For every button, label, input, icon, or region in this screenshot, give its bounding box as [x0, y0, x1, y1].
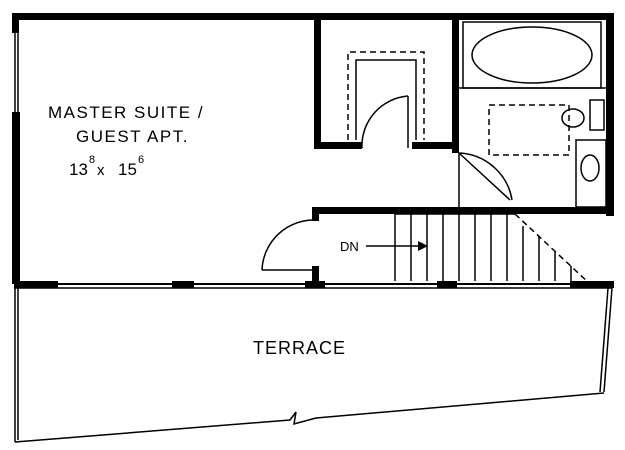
terrace-east-edge-inner: [599, 287, 609, 393]
west-wall-lower: [12, 112, 20, 284]
dim-width-in: 8: [89, 154, 95, 166]
closet-bottom-right: [412, 142, 458, 149]
terrace-edge: [14, 281, 614, 289]
toilet-bowl: [561, 108, 585, 128]
pier-3: [305, 281, 325, 288]
dim-sep: x: [97, 162, 105, 179]
pier-4: [437, 281, 457, 288]
bathtub: [462, 21, 602, 89]
landing-west-wall: [312, 207, 319, 221]
sink-basin: [580, 154, 600, 182]
terrace-south-edge: [14, 392, 605, 443]
terrace: [14, 287, 613, 443]
interior-walls: [312, 13, 614, 284]
stairs-direction-label: DN: [340, 239, 359, 254]
pier-1: [14, 281, 58, 288]
closet-door-arc: [361, 95, 409, 149]
vanity: [488, 104, 570, 156]
terrace-label: TERRACE: [253, 338, 346, 358]
pier-2: [172, 281, 194, 288]
landing-door: [261, 219, 317, 271]
pier-5: [570, 281, 614, 288]
east-wall: [606, 13, 614, 216]
room-dimensions: 13 8 x 15 6: [69, 154, 144, 179]
bath-lower-wall: [452, 207, 614, 214]
stair-north-wall: [312, 207, 456, 214]
bath-door-leaf: [458, 152, 511, 201]
room-name-line1: MASTER SUITE /: [48, 103, 204, 122]
toilet-tank: [589, 99, 605, 131]
landing-west-wall-lower: [312, 266, 319, 284]
closet-west-wall: [314, 13, 321, 149]
landing-door-arc: [261, 219, 317, 271]
closet-east-wall: [452, 13, 459, 153]
terrace-east-edge: [603, 287, 613, 393]
bath-door-arc: [458, 152, 513, 201]
room-name-line2: GUEST APT.: [76, 127, 189, 146]
closet: [347, 51, 425, 149]
dim-length-in: 6: [138, 154, 144, 166]
linen-cabinet: [575, 139, 607, 208]
stair-break-line: [514, 213, 591, 285]
closet-shelf-outline: [347, 51, 425, 140]
bathtub-basin: [471, 26, 593, 84]
dim-width-ft: 13: [69, 160, 88, 179]
dim-length-ft: 15: [118, 160, 137, 179]
stair-arrow-head: [418, 241, 428, 251]
labels: MASTER SUITE / GUEST APT. 13 8 x 15 6 DN…: [48, 103, 359, 358]
stairs: [366, 213, 591, 285]
closet-shelf-inner: [355, 59, 417, 140]
bathroom: [458, 21, 607, 208]
closet-bottom-left: [314, 142, 362, 149]
west-wall-upper: [12, 13, 19, 33]
